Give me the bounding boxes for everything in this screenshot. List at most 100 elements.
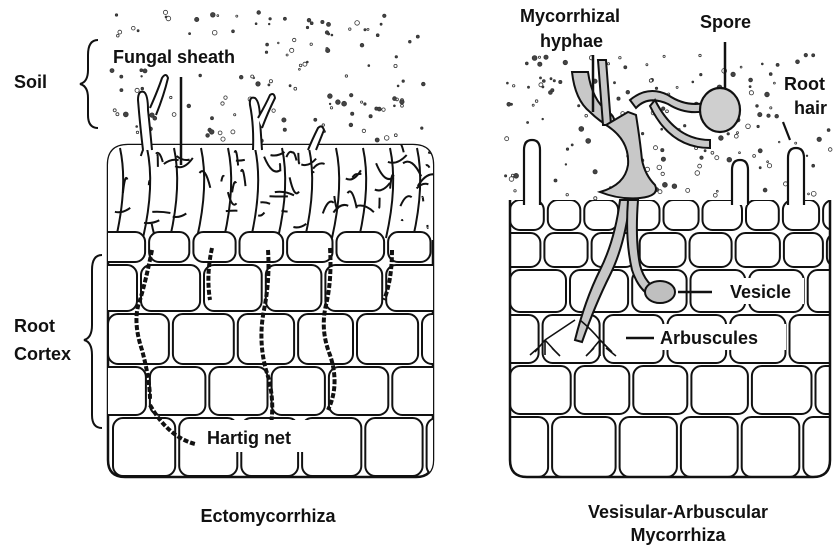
soil-particle — [767, 161, 769, 163]
cortex-cell — [490, 417, 548, 477]
soil-particle — [137, 30, 139, 32]
soil-particle — [538, 56, 540, 58]
soil-particle — [364, 29, 366, 31]
cortex-cell — [495, 233, 540, 267]
cortex-cell — [150, 367, 206, 415]
soil-particle — [376, 34, 379, 37]
soil-particle — [626, 90, 630, 94]
root-cortex-brace — [84, 255, 102, 428]
soil-particle — [571, 144, 573, 146]
soil-particle — [795, 142, 797, 144]
va-mycorrhiza-panel: Mycorrhizal hyphae Spore Root hair Vesic… — [485, 6, 835, 545]
soil-particle — [753, 155, 756, 158]
cortex-cell — [485, 315, 539, 363]
soil-particle — [672, 184, 677, 189]
soil-particle — [289, 85, 291, 87]
soil-particle — [421, 127, 423, 129]
soil-particle — [684, 125, 686, 127]
soil-particle — [593, 170, 597, 174]
soil-particle — [282, 118, 286, 122]
cortex-cell — [173, 314, 234, 364]
soil-particle — [195, 17, 199, 21]
soil-particle — [692, 81, 694, 83]
cortex-cell — [742, 417, 800, 477]
cortex-cell — [736, 233, 780, 267]
soil-particle — [655, 87, 657, 89]
soil-particle — [395, 56, 397, 58]
soil-particle — [360, 43, 364, 47]
soil-particle — [367, 28, 369, 30]
soil-particle — [232, 30, 235, 33]
soil-particle — [255, 23, 257, 25]
soil-particle — [136, 131, 138, 133]
soil-particle — [217, 15, 219, 17]
soil-particle — [542, 86, 544, 88]
soil-particle — [527, 122, 529, 124]
soil-particle — [542, 118, 544, 120]
soil-particle — [812, 54, 815, 57]
cortex-cell — [584, 200, 618, 230]
soil-particle — [828, 148, 832, 152]
ectomycorrhiza-panel: Soil Fungal sheath Root Cortex Hartig ne… — [14, 40, 514, 526]
cortex-cell — [193, 232, 235, 262]
soil-particle — [115, 14, 117, 16]
soil-particle — [654, 146, 658, 150]
soil-particle — [294, 87, 297, 90]
cortex-cell — [450, 265, 503, 311]
soil-particle — [778, 141, 780, 143]
cortex-cell — [790, 315, 835, 363]
cortex-cell — [113, 418, 175, 476]
sheath-hypha — [401, 220, 403, 221]
ecto-emerging-hyphae — [138, 75, 324, 150]
soil-particle — [328, 94, 333, 99]
soil-particle — [218, 131, 222, 135]
soil-particle — [758, 149, 762, 153]
soil-particle — [350, 94, 353, 97]
soil-particle — [383, 14, 386, 17]
soil-particle — [727, 133, 729, 135]
soil-particle — [767, 164, 771, 168]
soil-particle — [322, 124, 324, 126]
soil-particle — [513, 85, 515, 87]
soil-particle — [269, 80, 272, 83]
label-root-hair-2: hair — [794, 98, 827, 118]
label-soil: Soil — [14, 72, 47, 92]
soil-particle — [211, 13, 216, 18]
soil-particle — [384, 136, 389, 141]
soil-particle — [290, 48, 294, 52]
cortex-cell — [784, 233, 823, 267]
soil-particle — [293, 38, 296, 41]
vesicle — [645, 281, 675, 303]
soil-particle — [163, 10, 167, 14]
soil-particle — [542, 80, 545, 83]
label-fungal-sheath: Fungal sheath — [113, 47, 235, 67]
soil-particle — [326, 48, 330, 52]
soil-particle — [221, 102, 224, 105]
soil-particle — [135, 88, 139, 92]
soil-particle — [641, 132, 643, 134]
soil-particle — [695, 171, 700, 176]
soil-particle — [266, 43, 269, 46]
cortex-cell — [149, 232, 189, 262]
soil-particle — [236, 15, 238, 17]
soil-particle — [716, 190, 718, 192]
soil-particle — [765, 92, 770, 97]
soil-particle — [231, 130, 235, 134]
soil-particle — [143, 69, 147, 73]
cortex-cell — [337, 232, 385, 262]
label-spore: Spore — [700, 12, 751, 32]
cortex-cell — [357, 314, 418, 364]
spore — [700, 88, 740, 132]
soil-particle — [256, 82, 260, 86]
soil-particle — [265, 51, 267, 53]
soil-particle — [769, 73, 772, 76]
soil-particle — [349, 123, 353, 127]
soil-particle — [532, 56, 537, 61]
cortex-cell — [386, 265, 446, 311]
soil-particle — [310, 22, 313, 25]
cortex-cell — [510, 270, 566, 312]
soil-particle — [804, 53, 807, 56]
soil-particle — [749, 86, 751, 88]
soil-particle — [110, 69, 114, 73]
soil-particle — [345, 75, 347, 77]
